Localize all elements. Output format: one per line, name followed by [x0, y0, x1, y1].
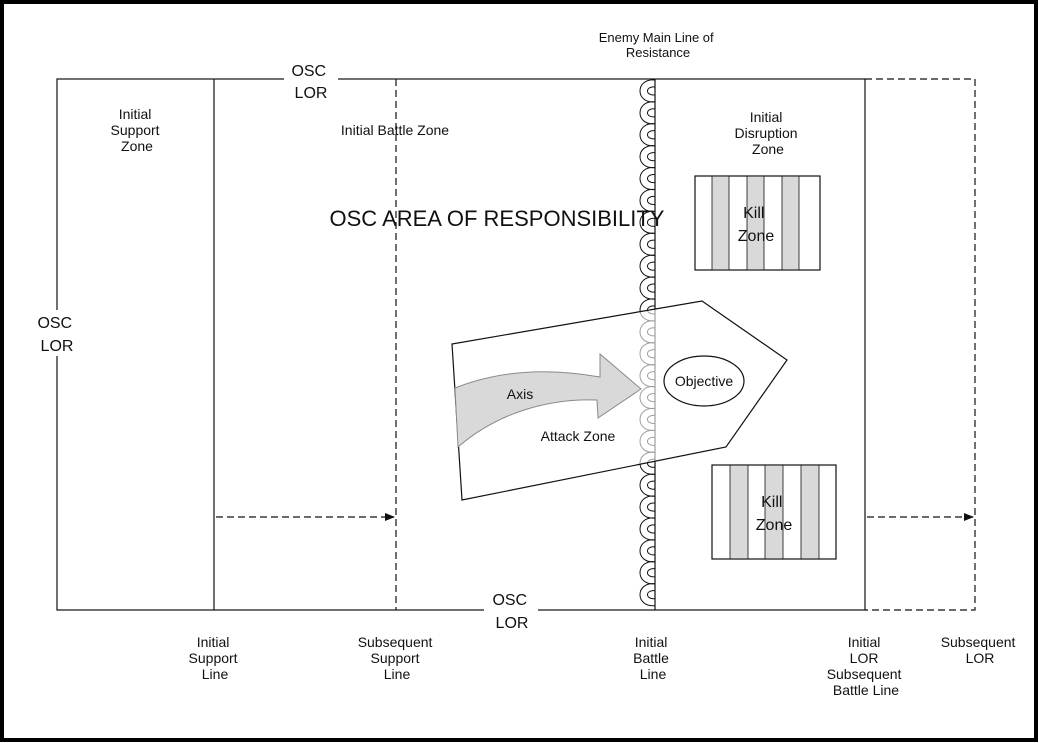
initial-battle-line-label: Initial Battle Line: [633, 634, 673, 682]
mlr-scallop: [639, 539, 656, 563]
axis-arrow: [454, 352, 642, 449]
bottom-lor-label-bg: [484, 588, 538, 632]
mlr-scallop: [639, 517, 656, 541]
top-lor-label-bg: [284, 60, 338, 102]
left-lor-label-bg: [33, 310, 81, 356]
mlr-scallop: [639, 101, 656, 125]
subsequent-lor-label: Subsequent LOR: [941, 634, 1020, 666]
mlr-scallop: [639, 79, 656, 103]
objective-label: Objective: [675, 373, 734, 389]
mlr-scallop: [639, 276, 656, 300]
mlr-scallop: [639, 145, 656, 169]
kill-zone-upper-label: Kill Zone: [738, 205, 775, 245]
enemy-mlr-label: Enemy Main Line of Resistance: [599, 30, 718, 60]
kill-zone-lower-label: Kill Zone: [756, 494, 793, 534]
initial-battle-zone-label: Initial Battle Zone: [341, 122, 449, 138]
initial-support-line-label: Initial Support Line: [189, 634, 242, 682]
attack-zone-label: Attack Zone: [541, 428, 616, 444]
axis-label: Axis: [507, 386, 533, 402]
osc-lor-top-label: OSC LOR: [291, 63, 330, 102]
mlr-scallop: [639, 123, 656, 147]
mlr-scallop: [639, 473, 656, 497]
subsequent-support-line-label: Subsequent Support Line: [358, 634, 437, 682]
initial-disruption-zone-label: Initial Disruption Zone: [735, 109, 802, 157]
kill-zone-lower: [711, 464, 837, 560]
mlr-scallop: [639, 583, 656, 607]
objective-oval: [663, 355, 745, 407]
subsequent-lor-extension: [865, 78, 976, 611]
mlr-scallop: [639, 495, 656, 519]
mlr-scallop: [639, 232, 656, 256]
kill-zone-upper: [694, 175, 821, 271]
area-title: OSC AREA OF RESPONSIBILITY: [330, 206, 665, 231]
mlr-scallop: [639, 254, 656, 278]
osc-lor-bottom-label: OSC LOR: [492, 592, 531, 632]
initial-lor-subsequent-battle-line-label: Initial LOR Subsequent Battle Line: [827, 634, 906, 698]
mlr-scallop: [639, 561, 656, 585]
mlr-scallop: [639, 167, 656, 191]
osc-lor-left-label: OSC LOR: [37, 315, 76, 355]
initial-support-zone-label: Initial Support Zone: [111, 106, 164, 154]
